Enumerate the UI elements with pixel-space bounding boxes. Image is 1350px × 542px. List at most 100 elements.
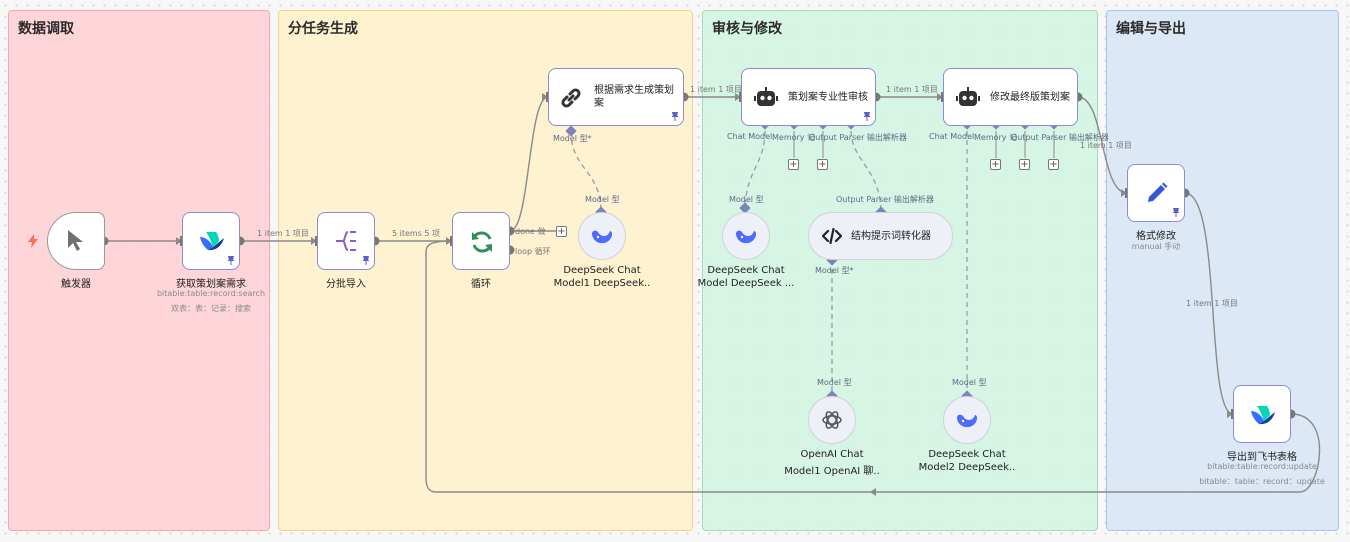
- export-sub-cn: bitable：table：record：update: [1199, 477, 1325, 486]
- review-chat-port: Chat Model: [727, 132, 773, 141]
- parser-model-port: Model 型*: [815, 266, 854, 275]
- arrow-head: [446, 237, 452, 245]
- zone-title: 编辑与导出: [1116, 21, 1186, 37]
- format-edit-node[interactable]: [1127, 164, 1185, 222]
- fetch-sub-cn: 双表：表：记录：搜索: [171, 304, 251, 313]
- ds-review-model-port: Model 型: [729, 195, 764, 204]
- export-sub-en: bitable:table:record:update: [1207, 462, 1317, 471]
- deepseek-model2-node[interactable]: [943, 396, 991, 444]
- batch-loop-wire-label: 5 items 5 项: [392, 229, 441, 238]
- loop-done-label: done 做: [515, 227, 546, 236]
- feishu-icon: [1251, 406, 1275, 425]
- arrow-head: [311, 237, 317, 245]
- zone-export: 编辑与导出: [1106, 10, 1339, 531]
- final-chat-port: Chat Model: [929, 132, 975, 141]
- ds-review-line1: DeepSeek Chat: [707, 265, 785, 276]
- fetch-batch-wire-label: 1 item 1 项目: [257, 229, 309, 238]
- parser-output-port: Output Parser 输出解析器: [836, 195, 934, 204]
- zone-title: 审核与修改: [712, 21, 782, 37]
- add-memory-button[interactable]: +: [788, 159, 799, 170]
- gen-review-wire-label: 1 item 1 项目: [690, 85, 742, 94]
- arrow-head: [1121, 189, 1127, 197]
- loop-label: 循环: [471, 279, 491, 290]
- fetch-requirements-node[interactable]: [182, 212, 240, 270]
- add-memory-button[interactable]: +: [990, 159, 1001, 170]
- split-icon: [336, 231, 356, 251]
- wire-export-loopback: [425, 240, 1321, 493]
- pin-icon: [228, 256, 234, 265]
- trigger-node[interactable]: [47, 212, 105, 270]
- arrow-head: [735, 93, 741, 101]
- openai-icon: [822, 411, 842, 429]
- wire-format-export: [1184, 192, 1234, 415]
- dashed-review-parser: [850, 130, 882, 213]
- arrow-head: [176, 237, 182, 245]
- pencil-icon: [1148, 182, 1168, 202]
- openai-model-node[interactable]: [808, 396, 856, 444]
- fetch-label: 获取策划案需求: [176, 279, 246, 290]
- export-feishu-node[interactable]: [1233, 385, 1291, 443]
- format-sub: manual 手动: [1131, 242, 1181, 251]
- loop-node[interactable]: [452, 212, 510, 270]
- refresh-icon: [472, 231, 492, 253]
- openai-line2: Model1 OpenAI 聊..: [784, 466, 880, 477]
- dashed-review-chat: [744, 130, 766, 213]
- ds1-model-port: Model 型: [585, 195, 620, 204]
- generate-label-2: 案: [594, 98, 604, 109]
- ds1-line1: DeepSeek Chat: [563, 265, 641, 276]
- format-export-wire-label: 1 item 1 项目: [1186, 299, 1238, 308]
- robot-icon: [754, 87, 778, 106]
- gen-model-port: Model 型*: [553, 134, 592, 143]
- bolt-icon: [28, 234, 38, 248]
- review-node[interactable]: 策划案专业性审核: [741, 68, 876, 126]
- openai-line1: OpenAI Chat: [800, 449, 864, 460]
- arrow-head: [870, 488, 876, 496]
- dashed-gen-model: [570, 130, 602, 213]
- code-icon: [822, 228, 842, 244]
- final-memory-port: Memory 记: [974, 133, 1018, 142]
- trigger-label: 触发器: [61, 279, 91, 290]
- pin-icon: [672, 112, 678, 121]
- final-label: 修改最终版策划案: [990, 92, 1070, 103]
- zone-data-fetch: 数据调取: [8, 10, 270, 531]
- export-label: 导出到飞书表格: [1227, 452, 1297, 463]
- link-icon: [561, 88, 581, 108]
- parser-label: 结构提示词转化器: [851, 231, 931, 242]
- final-plan-node[interactable]: 修改最终版策划案: [943, 68, 1078, 126]
- ds-review-line2: Model DeepSeek ...: [697, 278, 795, 289]
- zone-title: 数据调取: [18, 21, 74, 37]
- add-tool-button[interactable]: +: [817, 159, 828, 170]
- pin-icon: [1173, 208, 1179, 217]
- whale-icon: [592, 230, 612, 244]
- add-tool-button[interactable]: +: [1019, 159, 1030, 170]
- zone-title: 分任务生成: [288, 21, 358, 37]
- robot-icon: [956, 87, 980, 106]
- loop-loop-label: loop 循环: [515, 247, 551, 256]
- review-final-wire-label: 1 item 1 项目: [886, 85, 938, 94]
- format-label: 格式修改: [1136, 231, 1176, 242]
- openai-model-port: Model 型: [817, 378, 852, 387]
- generate-label-1: 根据需求生成策划: [594, 85, 674, 96]
- review-memory-port: Memory 记: [772, 133, 816, 142]
- pin-icon: [864, 112, 870, 121]
- output-parser-node[interactable]: 结构提示词转化器: [808, 212, 953, 260]
- cursor-icon: [68, 230, 83, 251]
- wire-loop-generate: [509, 96, 549, 232]
- arrow-head: [1227, 410, 1233, 418]
- ds1-line2: Model1 DeepSeek..: [553, 278, 651, 289]
- add-parser-button[interactable]: +: [1048, 159, 1059, 170]
- port-diamond: [739, 202, 751, 214]
- batch-import-node[interactable]: [317, 212, 375, 270]
- wire-final-format: [1077, 96, 1128, 194]
- arrow-head: [542, 93, 548, 101]
- final-format-wire-label: 1 item 1 项目: [1080, 141, 1132, 150]
- pin-icon: [363, 256, 369, 265]
- review-label: 策划案专业性审核: [788, 92, 868, 103]
- ds2-line2: Model2 DeepSeek..: [918, 462, 1016, 473]
- ds2-model-port: Model 型: [952, 378, 987, 387]
- generate-plan-node[interactable]: 根据需求生成策划 案: [548, 68, 684, 126]
- deepseek-review-node[interactable]: [722, 212, 770, 260]
- add-node-button[interactable]: +: [556, 226, 567, 237]
- fetch-sub-en: bitable:table:record:search: [156, 289, 266, 298]
- deepseek-model1-node[interactable]: [578, 212, 626, 260]
